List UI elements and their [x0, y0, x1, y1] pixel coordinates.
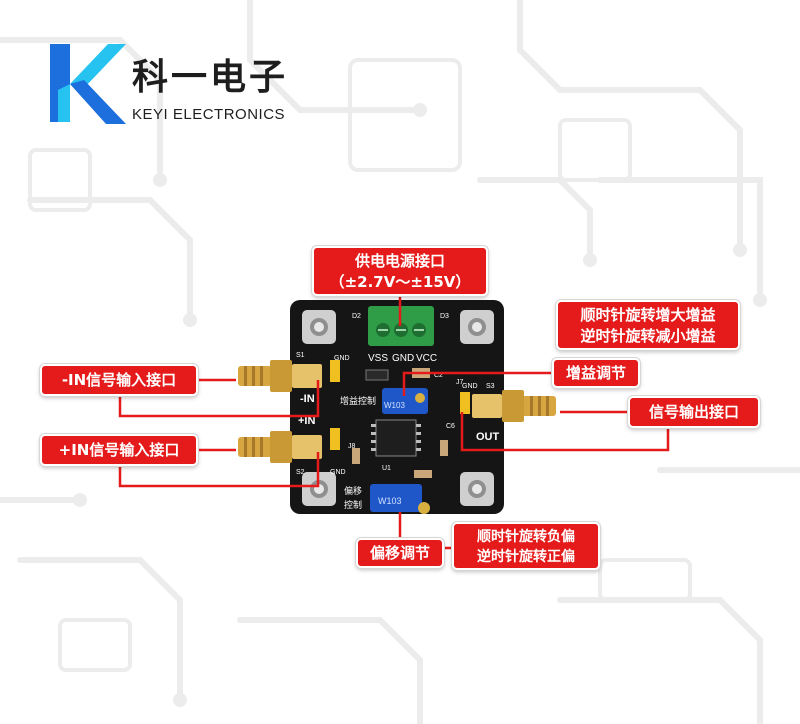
ref-s3: S3 [486, 383, 495, 390]
sma-connector-out [472, 390, 556, 422]
label-out: OUT [476, 431, 500, 443]
label-gnd-pos: GND [330, 469, 346, 476]
callout-signal-output: 信号输出接口 [628, 396, 760, 428]
label-gnd-out: GND [462, 383, 478, 390]
ref-d3: D3 [440, 313, 449, 320]
label-offset-2: 控制 [344, 499, 362, 511]
callout-offset-adjust: 偏移调节 [356, 538, 444, 568]
ref-j7: J7 [456, 379, 464, 386]
callout-pos-input: +IN信号输入接口 [40, 434, 198, 466]
jumper-out [460, 392, 470, 414]
callout-gain-adjust: 增益调节 [552, 358, 640, 388]
offset-potentiometer [370, 484, 430, 514]
keyi-logo-icon [50, 44, 126, 124]
ref-s1: S1 [296, 352, 305, 359]
label-pos-in: +IN [298, 415, 315, 427]
callout-gain-direction: 顺时针旋转增大增益 逆时针旋转减小增益 [556, 300, 740, 350]
ref-c6: C6 [446, 423, 455, 430]
callout-offset-dir-line1: 顺时针旋转负偏 [477, 529, 575, 545]
callout-offset-direction: 顺时针旋转负偏 逆时针旋转正偏 [452, 522, 600, 570]
label-gnd-neg: GND [334, 355, 350, 362]
callout-offset-dir-line2: 逆时针旋转正偏 [477, 549, 575, 565]
callout-neg-input: -IN信号输入接口 [40, 364, 198, 396]
callout-power-line2: （±2.7V～±15V） [329, 273, 471, 291]
callout-gain-dir-line2: 逆时针旋转减小增益 [580, 327, 716, 345]
brand-name-cn: 科一电子 [132, 57, 289, 98]
ref-s2: S2 [296, 469, 305, 476]
sma-connector-neg-in [238, 360, 322, 392]
ref-c2: C2 [434, 372, 443, 379]
callout-power-line1: 供电电源接口 [354, 252, 445, 270]
terminal-label-vcc: VCC [416, 353, 437, 364]
terminal-label-vss: VSS [368, 353, 388, 364]
ref-j8: J8 [348, 443, 356, 450]
label-gain-control: 增益控制 [340, 395, 376, 407]
mounting-holes [302, 310, 494, 506]
gain-pot-text: W103 [384, 401, 405, 410]
jumper-pos-in [330, 428, 340, 450]
brand-name-en: KEYI ELECTRONICS [132, 106, 286, 123]
callout-gain-dir-line1: 顺时针旋转增大增益 [580, 306, 716, 324]
jumper-neg-in [330, 360, 340, 382]
brand-logo: 科一电子 KEYI ELECTRONICS [48, 40, 308, 130]
label-offset-1: 偏移 [344, 485, 362, 497]
offset-pot-text: W103 [378, 496, 402, 506]
ref-u1: U1 [382, 465, 391, 472]
ref-d2: D2 [352, 313, 361, 320]
sma-connector-pos-in [238, 431, 322, 463]
terminal-label-gnd: GND [392, 353, 414, 364]
label-neg-in: -IN [300, 393, 315, 405]
opamp-ic [375, 419, 417, 457]
power-terminal-block [368, 306, 434, 346]
callout-power-interface: 供电电源接口 （±2.7V～±15V） [312, 246, 488, 296]
